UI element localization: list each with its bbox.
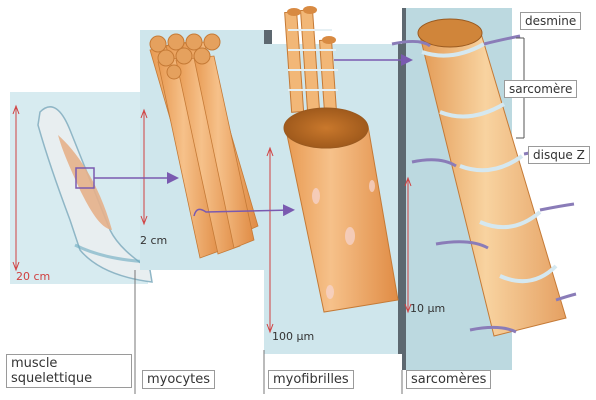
label-desmine: desmine — [520, 12, 581, 30]
scale-label-myocytes: 2 cm — [140, 234, 167, 247]
scale-label-sarcomeres: 10 µm — [410, 302, 445, 315]
myofibril-strands — [285, 6, 338, 114]
label-myofibrilles: myofibrilles — [268, 370, 354, 389]
panel-muscle — [10, 92, 152, 284]
label-sarcomere: sarcomère — [504, 80, 577, 98]
label-myocytes: myocytes — [142, 370, 215, 389]
label-disque-z: disque Z — [528, 146, 590, 164]
label-sarcomeres: sarcomères — [406, 370, 491, 389]
label-muscle: muscle squelettique — [6, 354, 132, 388]
panel-sarcomeres — [392, 8, 576, 370]
scale-label-myofibrilles: 100 µm — [272, 330, 314, 343]
panel-myofibrilles — [264, 6, 404, 354]
scale-label-muscle: 20 cm — [16, 270, 50, 283]
